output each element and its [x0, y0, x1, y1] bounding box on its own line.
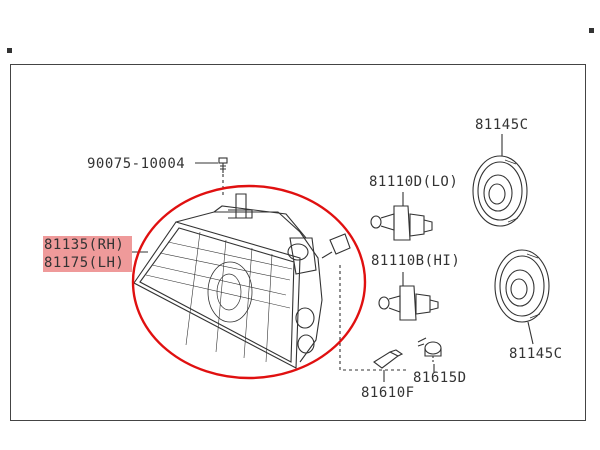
cover-top-icon [472, 155, 528, 227]
highlight-circle [131, 184, 367, 380]
label-small-bulb: 81610F [361, 385, 415, 401]
label-bolt: 90075-10004 [87, 156, 186, 172]
small-bulb-icon [373, 349, 404, 369]
corner-mark [589, 28, 594, 33]
bulb-hi-icon [378, 285, 439, 321]
bulb-lo-icon [370, 205, 433, 241]
label-headlamp-rh: 81135(RH) [44, 237, 125, 253]
label-socket: 81615D [413, 370, 467, 386]
bolt-icon [218, 157, 228, 173]
label-headlamp-lh: 81175(LH) [44, 255, 125, 271]
label-bulb-lo: 81110D(LO) [369, 174, 459, 190]
corner-mark [7, 48, 12, 53]
socket-icon [417, 337, 442, 364]
label-cover-bottom: 81145C [509, 346, 563, 362]
label-bulb-hi: 81110B(HI) [371, 253, 461, 269]
headlamp-icon [133, 193, 351, 369]
label-cover-top: 81145C [475, 117, 529, 133]
highlight-box [43, 236, 132, 272]
cover-bottom-icon [494, 249, 550, 323]
diagram-frame [10, 64, 586, 421]
